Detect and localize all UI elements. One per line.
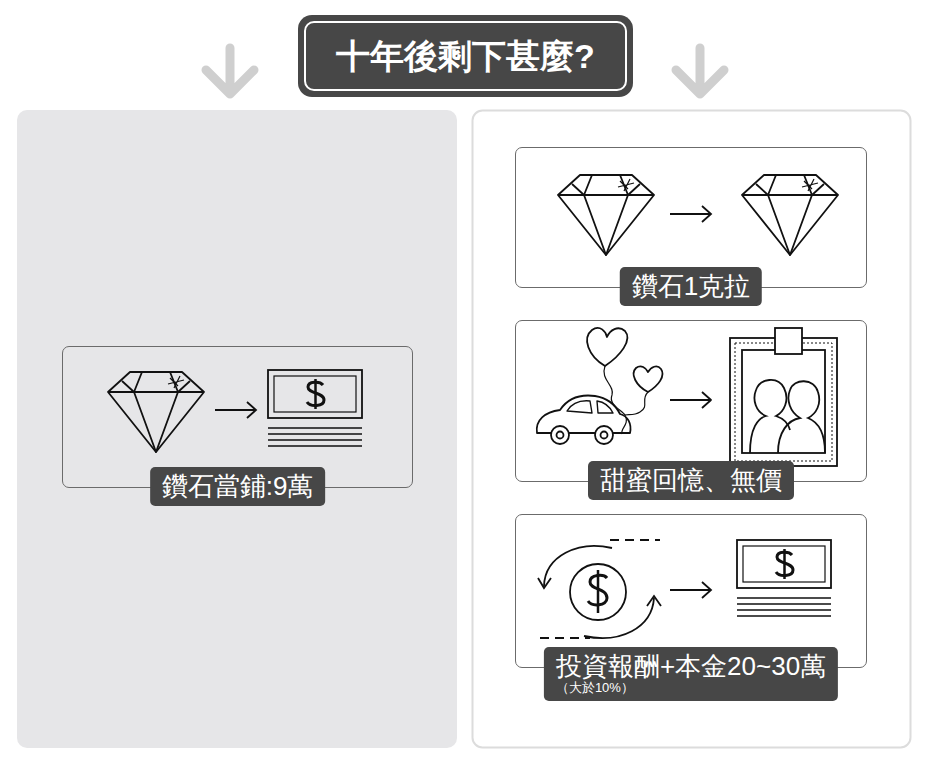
diamond-to-diamond-icon — [558, 175, 838, 255]
label-text: 投資報酬+本金20~30萬 — [556, 650, 826, 682]
icon-box: 投資報酬+本金20~30萬（大於10%） — [515, 514, 867, 668]
icon-box: 甜蜜回憶、無價 — [515, 320, 867, 482]
diamond-to-cash-icon — [108, 370, 362, 452]
icon-box: 鑽石當鋪:9萬 — [62, 346, 413, 488]
right-panel — [473, 111, 911, 748]
label-pill: 鑽石1克拉 — [620, 267, 762, 306]
photo-frame-icon — [730, 328, 837, 466]
car-balloons-icon — [537, 328, 711, 444]
label-text: 鑽石1克拉 — [632, 270, 750, 302]
label-pill: 甜蜜回憶、無價 — [588, 461, 794, 500]
left-panel — [17, 110, 457, 748]
label-pill: 鑽石當鋪:9萬 — [150, 467, 326, 506]
label-text: 鑽石當鋪:9萬 — [162, 470, 314, 502]
label-text: 甜蜜回憶、無價 — [600, 464, 782, 496]
title-box: 十年後剩下甚麼? — [298, 15, 633, 97]
investment-cycle-icon — [538, 540, 831, 638]
title-text: 十年後剩下甚麼? — [298, 15, 633, 97]
icon-box: 鑽石1克拉 — [515, 147, 867, 288]
label-pill: 投資報酬+本金20~30萬（大於10%） — [544, 647, 838, 701]
label-note: （大於10%） — [556, 680, 826, 697]
